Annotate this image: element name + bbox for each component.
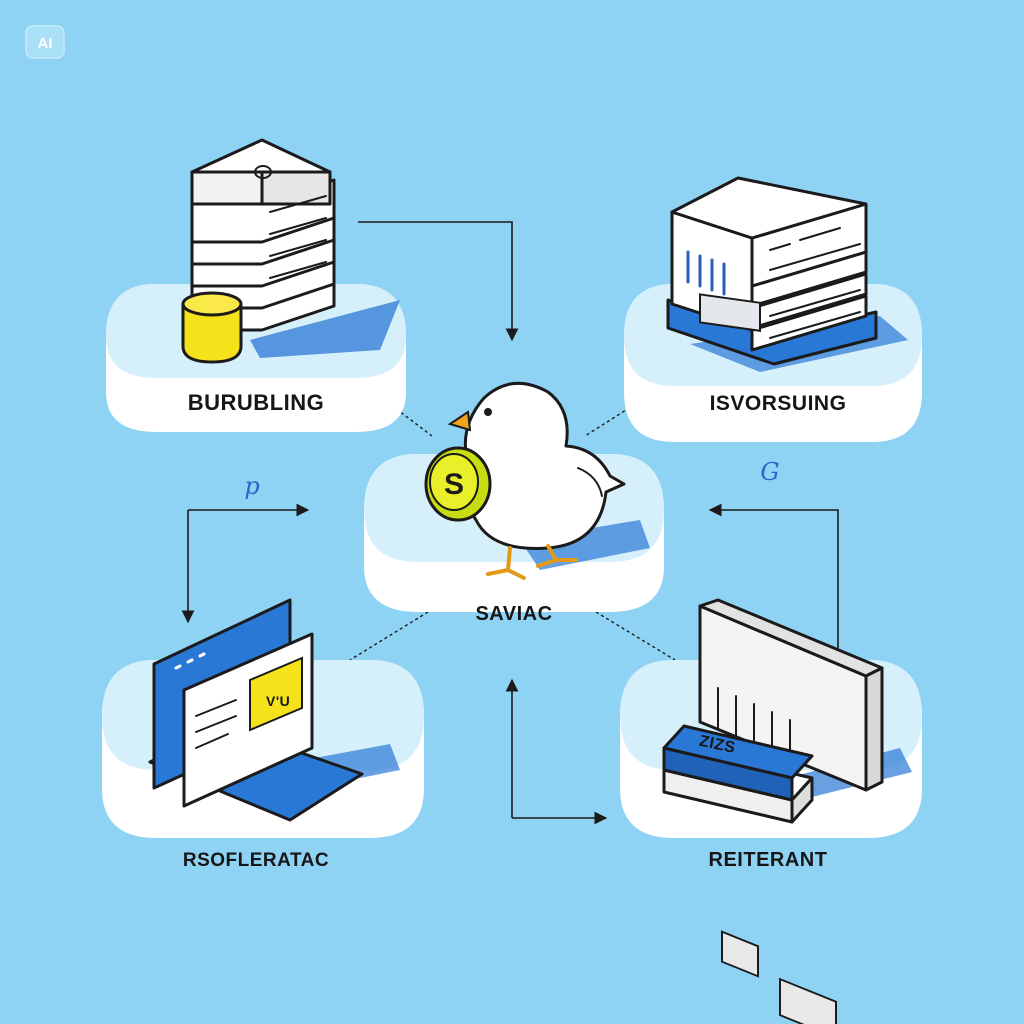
dashed-link-bottom-right xyxy=(595,611,676,661)
coin-icon: S xyxy=(424,446,492,522)
server-panel-icon xyxy=(699,293,761,332)
connectors xyxy=(181,221,839,825)
node-label-bottom-left: RSOFLERATAC xyxy=(183,850,329,871)
marker-left: p xyxy=(244,472,259,500)
terminal-icon: ZIZS xyxy=(662,598,884,1024)
laptop-icon: V'U xyxy=(148,598,364,822)
node-top-right: ISVORSUING xyxy=(624,176,922,442)
node-label-bottom-right: REITERANT xyxy=(709,849,828,871)
ai-badge-text: AI xyxy=(38,35,53,52)
node-label-center: SAVIAC xyxy=(475,603,552,625)
server-stack-icon xyxy=(666,176,878,366)
dashed-link-bottom-left xyxy=(349,611,429,661)
screen-text: V'U xyxy=(266,693,290,709)
node-top-left: BURUBLING xyxy=(106,138,406,432)
node-center: S SAVIAC xyxy=(364,381,664,625)
bird-eye-icon xyxy=(484,408,492,416)
ai-badge: AI xyxy=(25,25,65,59)
node-label-top-left: BURUBLING xyxy=(188,390,325,415)
bird-icon xyxy=(447,381,626,580)
terminal-window-a xyxy=(721,930,759,978)
drive-hole-icon xyxy=(254,165,272,179)
node-bottom-left: V'U RSOFLERATAC xyxy=(102,598,424,871)
yellow-cylinder-icon xyxy=(181,291,243,364)
node-bottom-right: ZIZS REITERANT xyxy=(620,598,922,1024)
bird-feet-icon xyxy=(486,544,578,580)
arrow-bottom-right-to-center xyxy=(708,503,839,668)
drive-stack-icon xyxy=(190,138,336,332)
arrow-top-left-to-center xyxy=(358,221,519,342)
terminal-window-b xyxy=(779,977,837,1024)
bird-beak-icon xyxy=(447,410,472,432)
node-label-top-right: ISVORSUING xyxy=(710,392,847,415)
marker-right: G xyxy=(760,458,779,486)
shadow-top-left xyxy=(250,300,400,358)
dashed-link-top-left xyxy=(381,397,433,437)
coin-symbol: S xyxy=(444,468,464,501)
